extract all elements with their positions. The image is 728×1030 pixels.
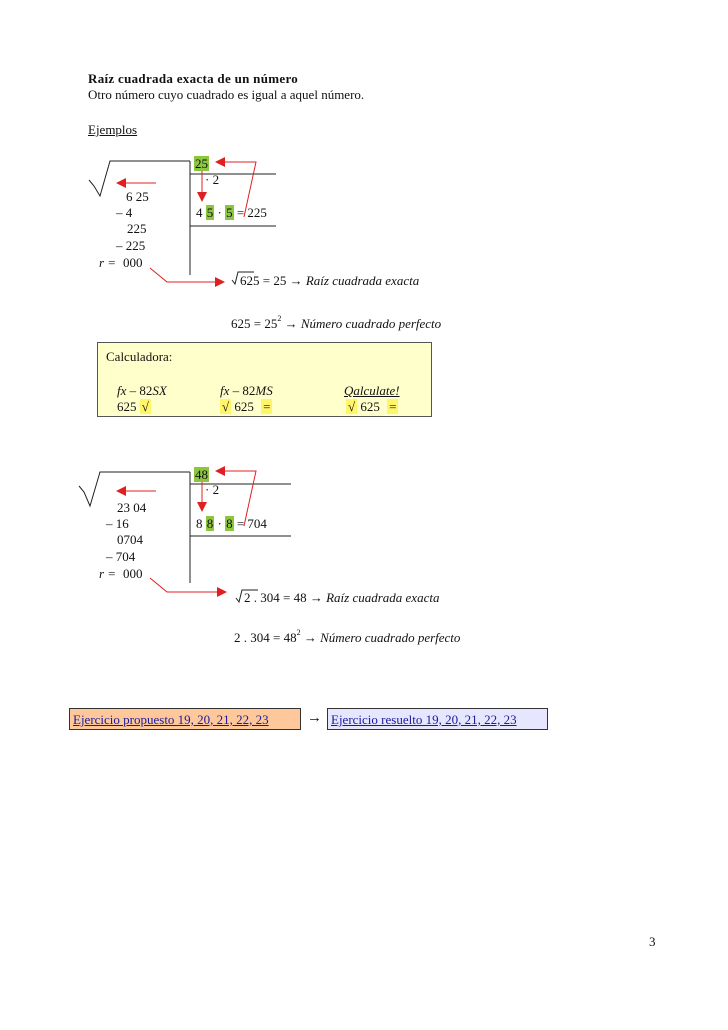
subtrahend-2: – 704 [106, 549, 136, 564]
example1-lines [88, 157, 276, 287]
page-number: 3 [649, 934, 656, 949]
remainder-label: r = [99, 566, 117, 581]
examples-heading: Ejemplos [88, 122, 138, 137]
definition-text: Otro número cuyo cuadrado es igual a aqu… [88, 87, 365, 102]
sqrt-key: √ [346, 399, 358, 414]
subtrahend-1: – 4 [116, 205, 133, 220]
arrow-right-icon: → [307, 710, 322, 726]
calculator-title: Calculadora: [106, 349, 173, 364]
result-square: 625 = 252 → Número cuadrado perfecto [231, 314, 442, 331]
result-square: 2 . 304 = 482 → Número cuadrado perfecto [234, 628, 461, 645]
proposed-exercise-link[interactable]: Ejercicio propuesto 19, 20, 21, 22, 23 [69, 708, 301, 730]
subtrahend-2: – 225 [116, 238, 146, 253]
remainder-value: 000 [123, 566, 143, 581]
root-result: 25 [194, 156, 209, 171]
example2-lines [78, 466, 291, 604]
remainder-1: 225 [127, 221, 147, 236]
trial-calculation: 8 8 · 8 = 704 [196, 516, 267, 531]
sqrt-key: √ [139, 399, 151, 414]
calculator-model-3: Qalculate! [344, 383, 400, 398]
remainder-value: 000 [123, 255, 143, 270]
solved-exercise-link[interactable]: Ejercicio resuelto 19, 20, 21, 22, 23 [327, 708, 548, 730]
remainder-label: r = [99, 255, 117, 270]
root-result: 48 [194, 467, 209, 482]
calculator-box: Calculadora: fx – 82SX 625 √ fx – 82MS √… [97, 342, 432, 417]
trial-calculation: 4 5 · 5 = 225 [196, 205, 267, 220]
calculator-keys-3: √ 625 = [346, 399, 399, 414]
remainder-1: 0704 [117, 532, 143, 547]
calculator-keys-1: 625 √ [117, 399, 151, 414]
result-root: 625 = 25 → Raíz cuadrada exacta [240, 273, 420, 288]
calculator-model-1: fx – 82SX [117, 383, 167, 398]
calculator-keys-2: √ 625 = [220, 399, 273, 414]
root-symbol-2 [78, 471, 190, 508]
radicand: 23 04 [117, 500, 147, 515]
root-symbol-1 [88, 160, 190, 198]
subtrahend-1: – 16 [106, 516, 129, 531]
radicand: 6 25 [126, 189, 149, 204]
calculator-model-2: fx – 82MS [220, 383, 273, 398]
equals-key: = [387, 399, 399, 414]
result-root: 2 . 304 = 48 → Raíz cuadrada exacta [244, 590, 440, 605]
times-two: · 2 [205, 482, 220, 497]
page-title: Raíz cuadrada exacta de un número [88, 71, 299, 86]
times-two: · 2 [205, 172, 220, 187]
equals-key: = [261, 399, 273, 414]
sqrt-key: √ [220, 399, 232, 414]
